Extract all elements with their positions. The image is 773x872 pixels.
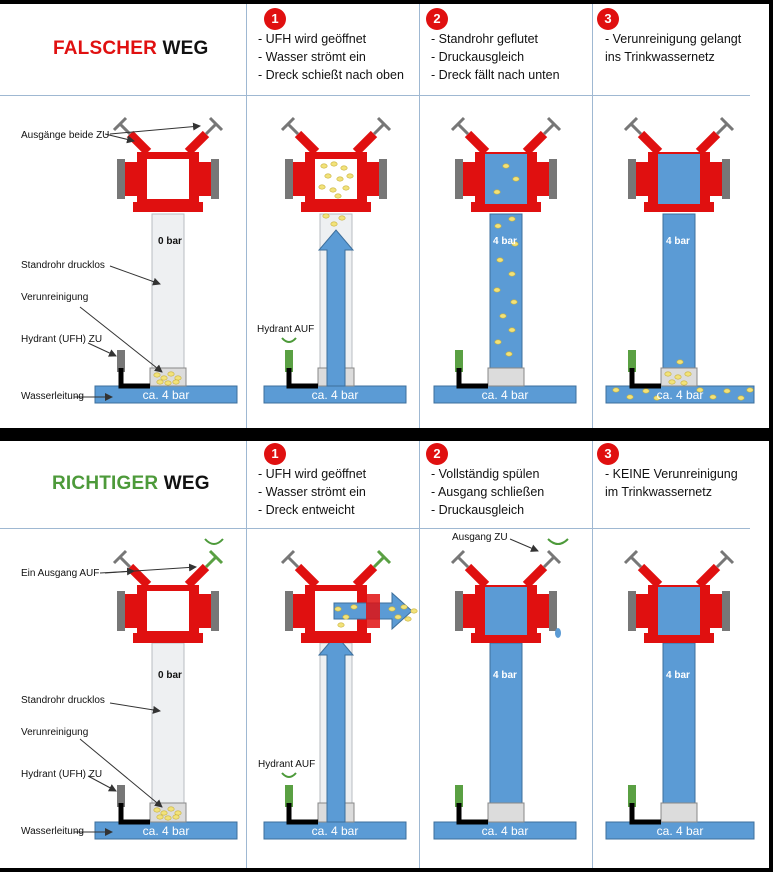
- header-divider: [0, 528, 750, 529]
- pipe-pressure-label: ca. 4 bar: [656, 388, 704, 402]
- water-main-label: Wasserleitung: [21, 391, 84, 402]
- step-description: - UFH wird geöffnet- Wasser strömt ein- …: [258, 467, 367, 517]
- standpipe-step2: [433, 116, 577, 404]
- right-way-title: RICHTIGER WEG: [52, 473, 210, 495]
- pressure-label: 0 bar: [158, 236, 182, 247]
- standpipe-initial: [94, 116, 238, 404]
- step-number-badge: 1: [264, 443, 286, 465]
- title-word-way: WEG: [163, 473, 210, 494]
- pipe-pressure-label: ca. 4 bar: [311, 824, 359, 838]
- column-divider: [246, 441, 247, 868]
- standpipe-label: Standrohr drucklos: [21, 695, 105, 706]
- standpipe-step2: [433, 538, 577, 840]
- pipe-pressure-label: ca. 4 bar: [142, 388, 190, 402]
- contamination-label: Verunreinigung: [21, 292, 89, 303]
- step-number-badge: 3: [597, 443, 619, 465]
- exit-closed-label: Ausgang ZU: [452, 532, 508, 543]
- title-word-way: WEG: [162, 38, 209, 59]
- right-way-panel: RICHTIGER WEG 1 - UFH wird geöffnet- Was…: [0, 441, 769, 868]
- standpipe-initial: [94, 538, 238, 840]
- step-number-badge: 2: [426, 8, 448, 30]
- step-description: - UFH wird geöffnet- Wasser strömt ein- …: [258, 32, 404, 82]
- hydrant-open-label: Hydrant AUF: [258, 759, 316, 770]
- column-divider: [419, 441, 420, 868]
- pressure-label: 4 bar: [666, 236, 690, 247]
- standpipe-step1: [263, 549, 418, 840]
- hydrant-closed-label: Hydrant (UFH) ZU: [21, 769, 103, 780]
- pipe-pressure-label: ca. 4 bar: [311, 388, 359, 402]
- pressure-label: 4 bar: [493, 236, 517, 247]
- pipe-pressure-label: ca. 4 bar: [481, 388, 529, 402]
- pipe-pressure-label: ca. 4 bar: [656, 824, 704, 838]
- pressure-label: 4 bar: [493, 670, 517, 681]
- column-divider: [592, 441, 593, 868]
- column-divider: [592, 4, 593, 428]
- standpipe-step3: [605, 116, 755, 404]
- step-number-badge: 2: [426, 443, 448, 465]
- step-number-badge: 1: [264, 8, 286, 30]
- standpipe-step1: [263, 116, 407, 404]
- hydrant-open-label: Hydrant AUF: [257, 324, 315, 335]
- water-main-label: Wasserleitung: [21, 826, 84, 837]
- pressure-label: 4 bar: [666, 670, 690, 681]
- step-description: - Vollständig spülen- Ausgang schließen-…: [431, 467, 545, 517]
- column-divider: [246, 4, 247, 428]
- wrong-way-title: FALSCHER WEG: [53, 38, 208, 60]
- standpipe-step3: [605, 549, 755, 840]
- exit-open-label: Ein Ausgang AUF: [21, 568, 100, 579]
- pressure-label: 0 bar: [158, 670, 182, 681]
- wrong-way-illustration: [74, 116, 755, 404]
- step-description: - Standrohr geflutet- Druckausgleich- Dr…: [431, 32, 560, 82]
- standpipe-label: Standrohr drucklos: [21, 260, 105, 271]
- wrong-way-panel: FALSCHER WEG 1 - UFH wird geöffnet- Wass…: [0, 4, 769, 428]
- pipe-pressure-label: ca. 4 bar: [142, 824, 190, 838]
- hydrant-closed-label: Hydrant (UFH) ZU: [21, 334, 103, 345]
- column-divider: [419, 4, 420, 428]
- pipe-pressure-label: ca. 4 bar: [481, 824, 529, 838]
- right-way-illustration: [74, 538, 755, 840]
- contamination-label: Verunreinigung: [21, 727, 89, 738]
- header-divider: [0, 95, 750, 96]
- title-word-wrong: FALSCHER: [53, 38, 157, 59]
- step-number-badge: 3: [597, 8, 619, 30]
- exits-closed-label: Ausgänge beide ZU: [21, 130, 110, 141]
- title-word-right: RICHTIGER: [52, 473, 159, 494]
